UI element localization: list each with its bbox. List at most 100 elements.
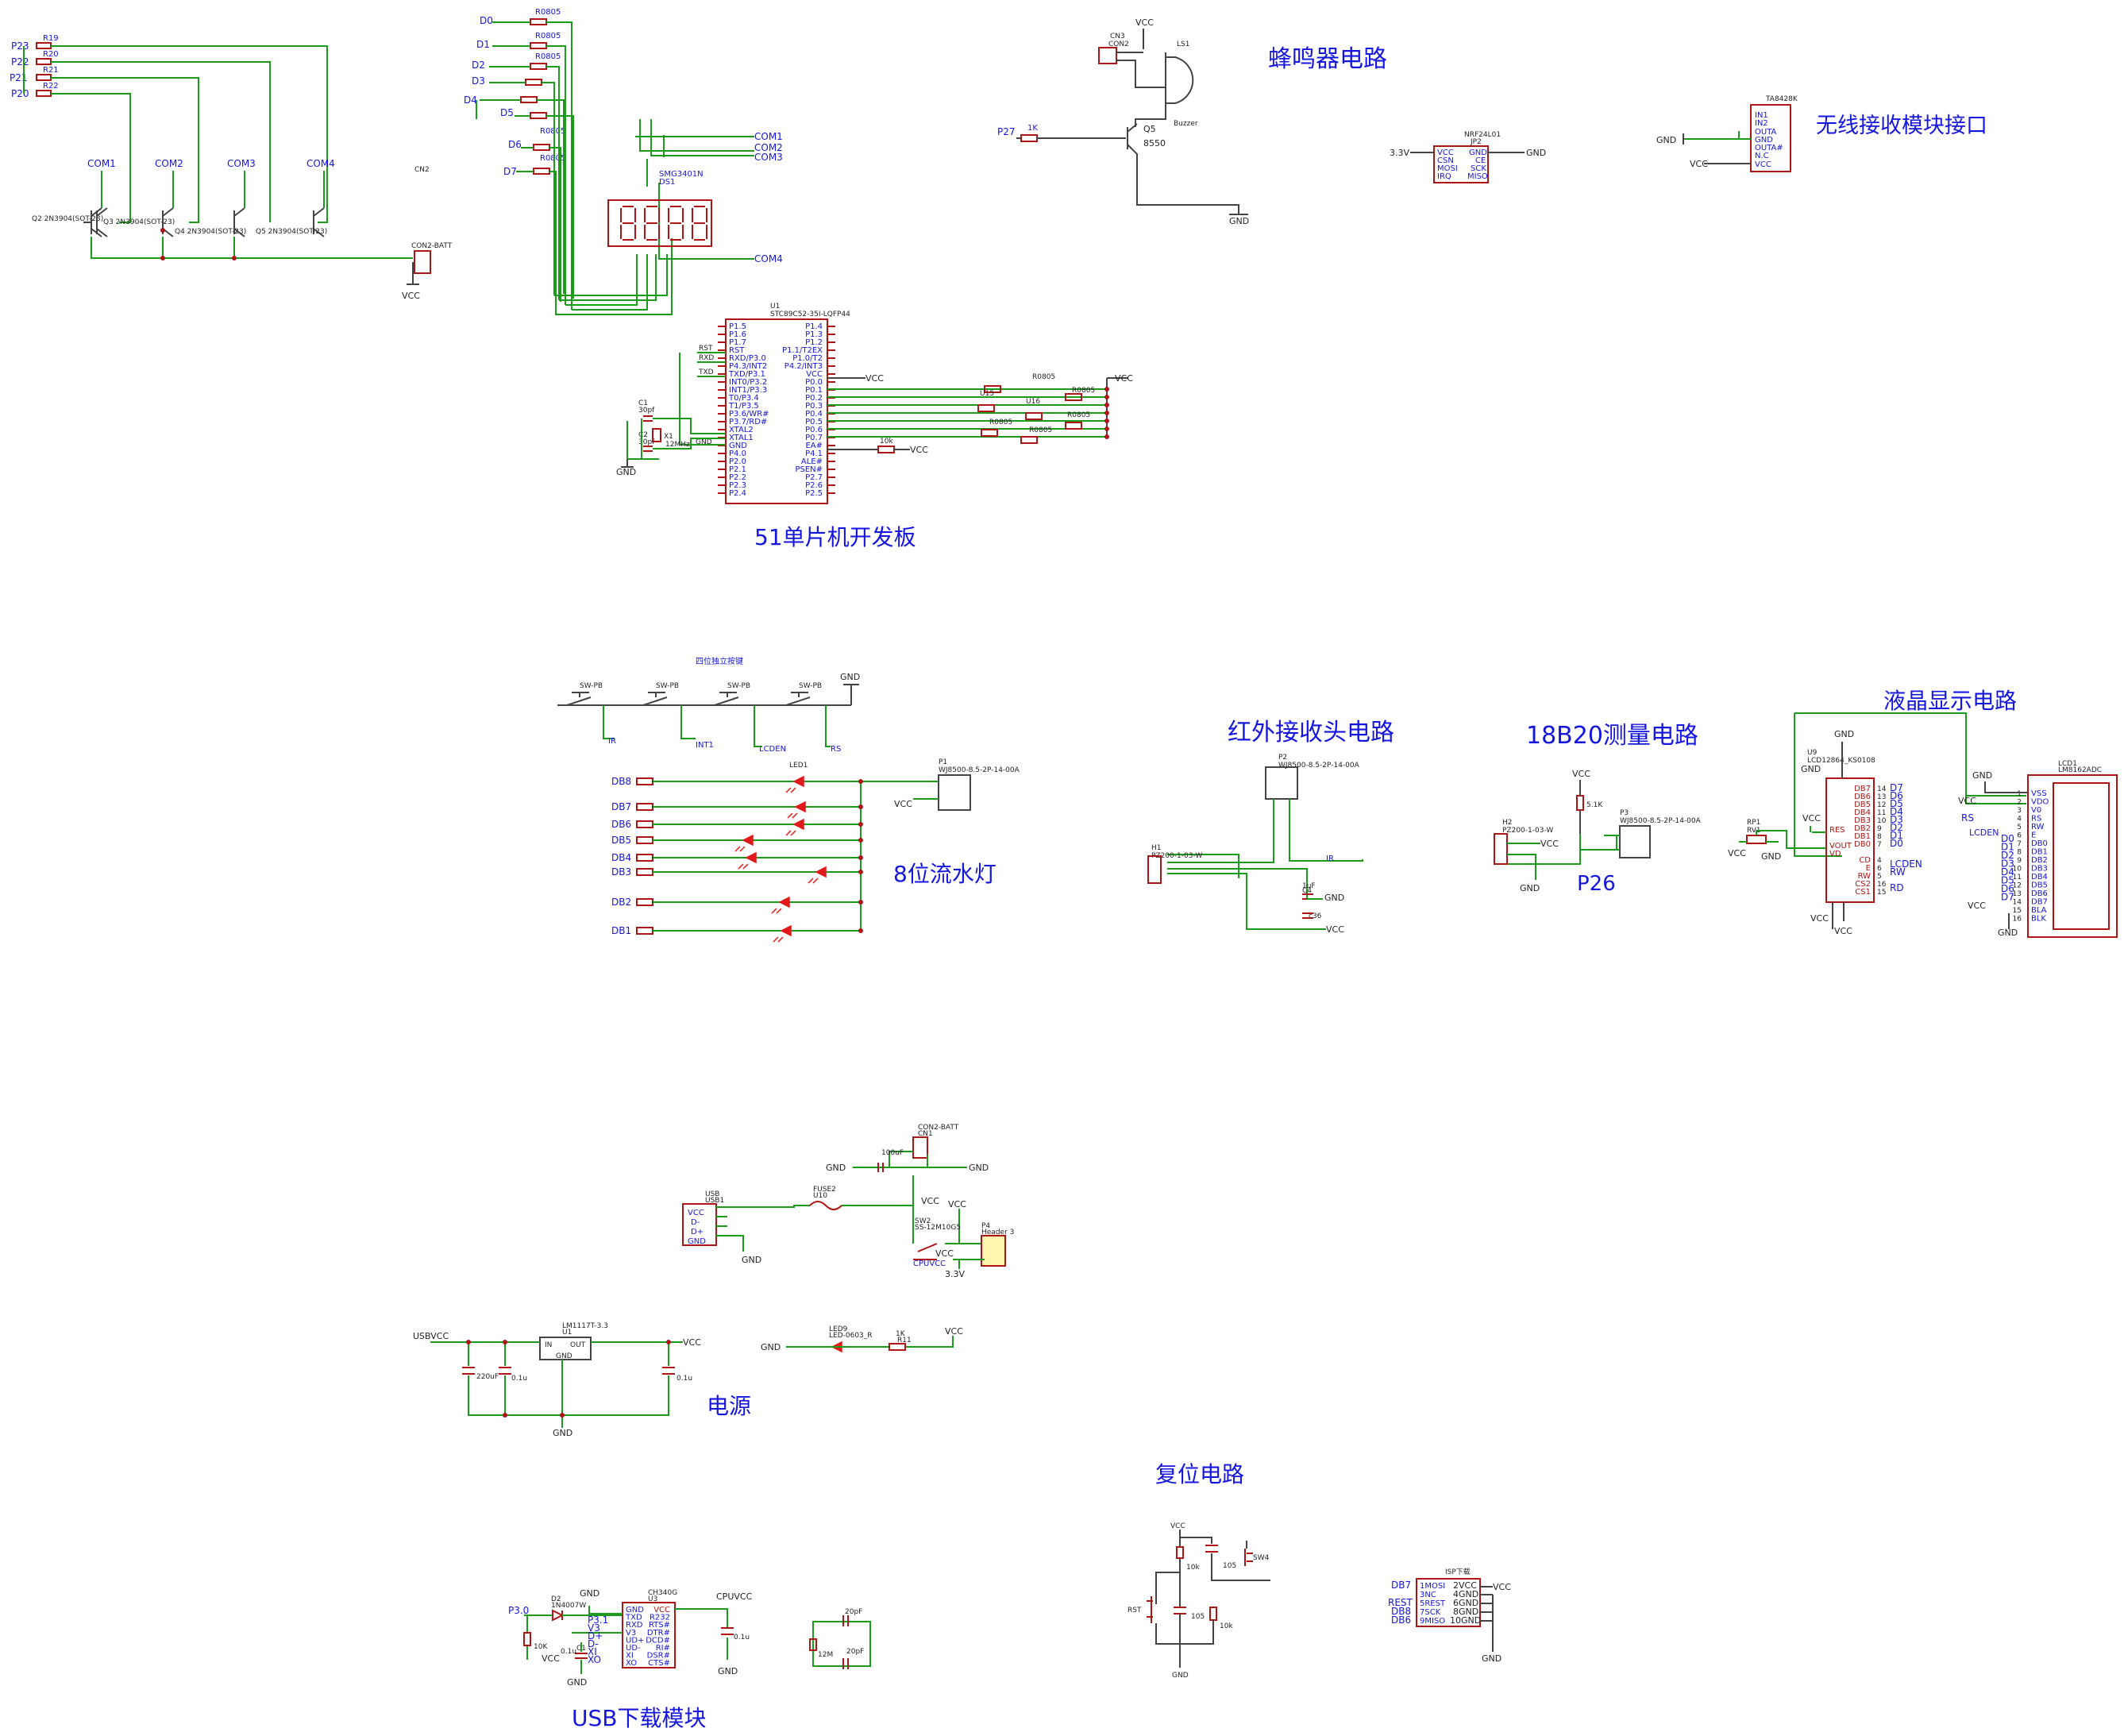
svg-text:LED1: LED1 <box>789 762 808 770</box>
resistor-r21 <box>36 74 52 81</box>
net-label-d0: D0 <box>480 15 493 26</box>
connector-h1 <box>1147 855 1162 884</box>
power-block: CON2-BATT CN1 100uF GND GND USB USB1 VCC… <box>413 1124 1014 1438</box>
svg-text:VCC: VCC <box>1437 149 1454 157</box>
led-net-label: DB5 <box>611 835 631 846</box>
lcd1602-pin-label: DB0 <box>2031 839 2048 848</box>
led-symbol <box>792 818 804 831</box>
led-resistor <box>636 820 653 828</box>
svg-text:CON2-BATT: CON2-BATT <box>918 1124 959 1132</box>
resistor-5k1 <box>1576 795 1584 811</box>
resistor-r18 <box>530 18 547 25</box>
led9-vcc: VCC <box>945 1326 963 1337</box>
led-block: LED1 P1 WJ8500-8.5-2P-14-00A VCC DB8DB7D… <box>611 758 1020 943</box>
mcu-left-pin-label: P2.2 <box>729 473 746 482</box>
ch340g-left-pin: RXD <box>626 1621 643 1630</box>
led-net-label: DB8 <box>611 776 631 787</box>
svg-text:STC89C52-35I-LQFP44: STC89C52-35I-LQFP44 <box>770 311 850 318</box>
lcd1602-pin-label: VSS <box>2031 789 2047 798</box>
mcu-right-pin-label: P1.4 <box>805 322 823 331</box>
svg-text:R0805: R0805 <box>989 419 1012 426</box>
svg-text:U3: U3 <box>648 1595 657 1603</box>
svg-text:VCC: VCC <box>1968 901 1986 911</box>
svg-text:0.1u: 0.1u <box>561 1648 576 1656</box>
svg-text:VCC: VCC <box>1728 848 1746 858</box>
lcd12864-pin-label: DB1 <box>1854 832 1871 841</box>
svg-text:GND: GND <box>556 1352 572 1360</box>
svg-text:RS: RS <box>1961 812 1974 824</box>
ch340g-left-pin: UD- <box>626 1644 641 1653</box>
svg-text:Q5 2N3904(SOT-23): Q5 2N3904(SOT-23) <box>256 228 327 236</box>
led-net-label: DB1 <box>611 925 631 936</box>
mcu-net-rxd: RXD <box>699 354 714 362</box>
led-net-label: DB6 <box>611 819 631 830</box>
lcd12864-pin-label: E <box>1866 864 1871 873</box>
svg-text:0.1u: 0.1u <box>677 1375 692 1383</box>
buzzer-symbol <box>1165 52 1194 104</box>
svg-text:SW-PB: SW-PB <box>799 682 822 690</box>
ch340g-net-label: D+ <box>588 1630 603 1641</box>
svg-text:GND: GND <box>1482 1653 1501 1664</box>
svg-text:4GND: 4GND <box>1453 1589 1478 1599</box>
connector-p3 <box>1619 825 1651 858</box>
lcd1602-pin-label: V0 <box>2031 806 2041 815</box>
title-leds: 8位流水灯 <box>893 861 996 887</box>
svg-text:GND: GND <box>1834 729 1854 739</box>
svg-text:CPUVCC: CPUVCC <box>913 1260 946 1268</box>
cn3-ref: CN3 <box>1110 33 1125 41</box>
lcd12864-pin-number: 8 <box>1877 833 1882 841</box>
resistor-r20 <box>36 58 52 65</box>
svg-text:6GND: 6GND <box>1453 1598 1478 1608</box>
cn2-batt-label: CON2-BATT <box>411 242 453 250</box>
crystal-12m <box>809 1638 817 1651</box>
mcu-right-pins: P1.4P1.3P1.2P1.1/T2EXP1.0/T2P4.2/INT3VCC… <box>782 322 835 498</box>
svg-text:0.1u: 0.1u <box>511 1375 527 1383</box>
led-rays <box>771 908 782 914</box>
svg-text:LM1117T-3.3: LM1117T-3.3 <box>562 1322 608 1330</box>
lcd12864-net-label: D0 <box>1890 838 1903 849</box>
lcd12864-net-label: RD <box>1890 882 1904 893</box>
svg-text:VCC: VCC <box>1540 839 1559 849</box>
junction-dot <box>858 822 863 827</box>
lcd-block: GND U9 LCD12864_KS0108 GND RES VOUT VD V… <box>1728 712 2118 938</box>
title-reset: 复位电路 <box>1155 1461 1244 1487</box>
svg-text:10k: 10k <box>1220 1622 1233 1630</box>
transistor-q3 <box>96 207 108 237</box>
r0805-label-2: R0805 <box>535 32 561 41</box>
ir-receiver-block: P2 WJ8500-8.5-2P-14-00A H1 PZ200-1-03-W … <box>1147 754 1363 935</box>
svg-text:U1: U1 <box>562 1329 572 1337</box>
svg-text:R0805: R0805 <box>1072 387 1095 395</box>
display-data-block: D0 D1 D2 D3 D4 D5 D6 D7 R0805 R0805 R080… <box>464 8 783 315</box>
svg-text:VCC: VCC <box>1572 769 1590 779</box>
r1k-label: 1K <box>1027 124 1038 133</box>
nrf24l01-module: NRF24L01 JP2 3.3V GND VCC CSN MOSI IRQ G… <box>1390 131 1546 183</box>
crystal-x1 <box>652 428 661 442</box>
lcd1602-net-label: D2 <box>2001 850 2014 861</box>
mcu-left-pins: P1.5P1.6P1.7RSTRXD/P3.0P4.3/INT2TXD/P3.1… <box>718 322 769 498</box>
mcu-net-txd: TXD <box>698 368 714 376</box>
svg-text:c36: c36 <box>1309 912 1322 920</box>
svg-text:5REST: 5REST <box>1420 1599 1446 1608</box>
connector-p1 <box>938 774 971 811</box>
mcu-left-pin-label: P2.1 <box>729 465 746 474</box>
svg-text:CN1: CN1 <box>918 1130 933 1138</box>
svg-text:IN1: IN1 <box>1755 111 1768 120</box>
lcd12864-pin-number: 16 <box>1877 881 1887 889</box>
lcd12864-pin-number: 9 <box>1877 825 1882 833</box>
title-power: 电源 <box>707 1393 751 1419</box>
title-ir: 红外接收头电路 <box>1228 719 1394 746</box>
lcd1602-pin-number: 16 <box>2013 916 2022 924</box>
led-net-label: DB2 <box>611 897 631 908</box>
lcd12864-net-label: D7 <box>1890 782 1903 793</box>
svg-text:R0805: R0805 <box>1029 426 1052 434</box>
transistor-q2: Q2 2N3904(SOT-23) <box>32 207 103 237</box>
led-rays <box>734 846 746 852</box>
lcd1602-pin-label: DB6 <box>2031 889 2048 898</box>
crystal-caps <box>643 415 653 452</box>
ch340g-right-pin: VCC <box>653 1606 670 1614</box>
svg-text:30pf: 30pf <box>638 438 655 446</box>
svg-text:LED9: LED9 <box>829 1325 848 1333</box>
com2-label: COM2 <box>155 158 183 169</box>
